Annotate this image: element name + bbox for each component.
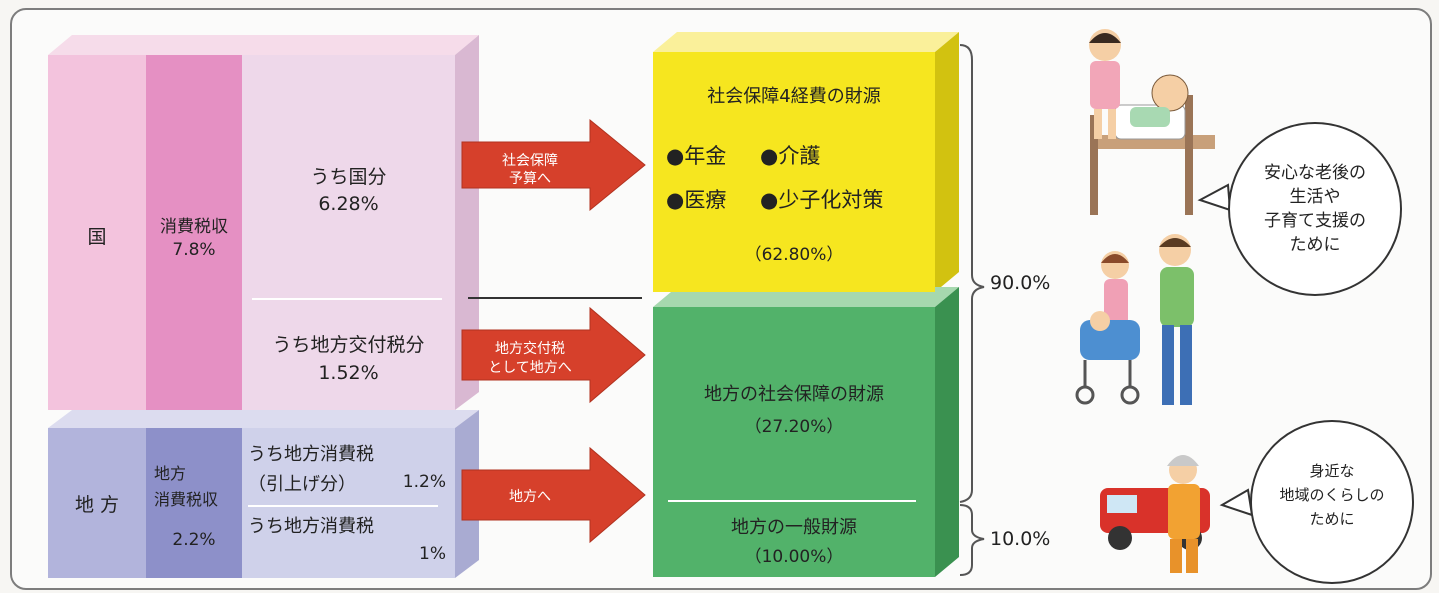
upper-bubble-line-3: 子育て支援の bbox=[1264, 211, 1366, 231]
upper-speech-bubble bbox=[1228, 122, 1402, 296]
national-share-divider bbox=[252, 298, 442, 300]
arrow-local-label: 地方へ bbox=[509, 489, 551, 505]
grant-share-label: うち地方交付税分 bbox=[272, 334, 425, 356]
base-share-pct: 1% bbox=[419, 544, 446, 564]
lower-bubble-line-3: ために bbox=[1309, 510, 1355, 528]
item-medical: ●医療 bbox=[666, 188, 727, 212]
upper-total-pct: 90.0% bbox=[990, 272, 1051, 294]
local-tax-pct: 2.2% bbox=[172, 530, 216, 550]
national-tax-label: 消費税収 bbox=[160, 217, 228, 237]
social-security-pct: （62.80%） bbox=[744, 245, 844, 265]
arrow-social-label-1: 社会保障 bbox=[502, 153, 558, 169]
base-share-label: うち地方消費税 bbox=[248, 516, 374, 537]
lower-total-pct: 10.0% bbox=[990, 528, 1051, 550]
item-pension: ●年金 bbox=[666, 144, 727, 168]
firefighter-illustration bbox=[1100, 455, 1210, 573]
local-label-block bbox=[48, 428, 146, 578]
elderly-care-illustration bbox=[1089, 29, 1215, 215]
national-label-block bbox=[48, 55, 146, 410]
national-share-label: うち国分 bbox=[310, 166, 387, 188]
national-tax-block bbox=[146, 55, 242, 410]
social-security-box bbox=[653, 52, 935, 292]
lower-bubble-line-2: 地域のくらしの bbox=[1279, 486, 1385, 504]
local-tax-label-1: 地方 bbox=[154, 464, 187, 483]
family-stroller-illustration bbox=[1075, 234, 1194, 405]
local-label: 地 方 bbox=[74, 494, 120, 516]
local-social-pct: （27.20%） bbox=[744, 417, 844, 437]
lower-speech-bubble bbox=[1250, 420, 1414, 584]
local-general-label: 地方の一般財源 bbox=[731, 517, 857, 538]
upper-bubble-line-4: ために bbox=[1289, 235, 1341, 255]
arrow-grant-label-2: として地方へ bbox=[488, 360, 572, 376]
national-label: 国 bbox=[87, 226, 107, 248]
social-security-title: 社会保障4経費の財源 bbox=[707, 86, 881, 107]
raise-share-pct: 1.2% bbox=[402, 472, 446, 492]
local-share-divider bbox=[248, 505, 438, 507]
national-share-pct: 6.28% bbox=[318, 193, 379, 215]
item-care: ●介護 bbox=[760, 144, 821, 168]
grant-share-pct: 1.52% bbox=[318, 362, 379, 384]
lower-bubble-line-1: 身近な bbox=[1309, 462, 1355, 480]
upper-bubble-line-2: 生活や bbox=[1289, 187, 1341, 207]
local-finance-box bbox=[653, 307, 935, 577]
national-tax-pct: 7.8% bbox=[172, 240, 216, 260]
local-social-label: 地方の社会保障の財源 bbox=[704, 384, 884, 405]
arrow-grant-label-1: 地方交付税 bbox=[495, 341, 565, 357]
local-tax-label-2: 消費税収 bbox=[154, 490, 219, 509]
upper-bubble-line-1: 安心な老後の bbox=[1264, 163, 1366, 183]
local-general-pct: （10.00%） bbox=[744, 547, 844, 567]
raise-share-label: うち地方消費税 bbox=[248, 444, 374, 465]
arrow-social-label-2: 予算へ bbox=[509, 171, 551, 187]
local-tax-block bbox=[146, 428, 242, 578]
green-divider bbox=[668, 500, 916, 502]
item-children: ●少子化対策 bbox=[760, 188, 884, 212]
national-share-block bbox=[242, 55, 455, 410]
local-share-block bbox=[242, 428, 455, 578]
raise-share-sub: （引上げ分） bbox=[248, 474, 356, 495]
